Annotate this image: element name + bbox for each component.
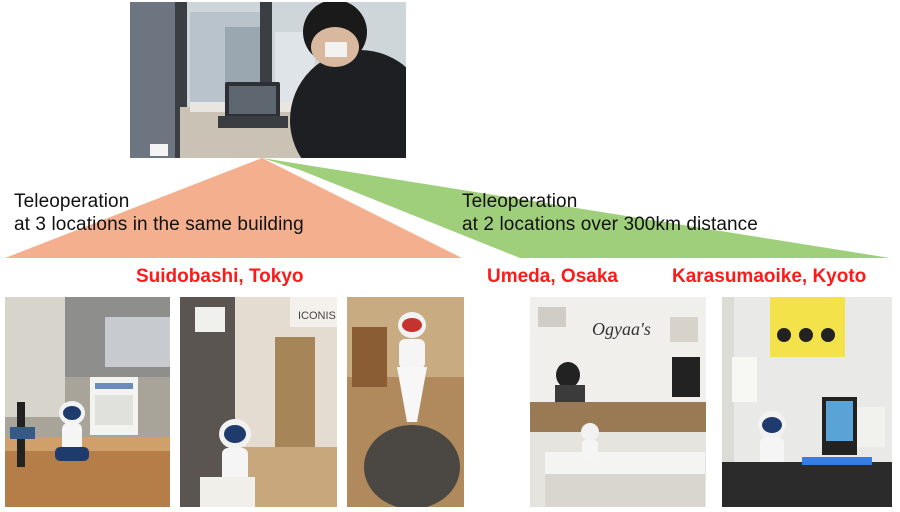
- remote-caption-line1: Teleoperation: [462, 191, 578, 212]
- operator-photo: [130, 2, 406, 158]
- ogyaas-sign: Ogyaa's: [592, 319, 651, 339]
- same-building-caption-line2: at 3 locations in the same building: [14, 214, 304, 235]
- location-label-kyoto: Karasumaoike, Kyoto: [672, 266, 867, 287]
- location-label-osaka: Umeda, Osaka: [487, 266, 618, 287]
- tokyo-photo-1: [5, 297, 170, 507]
- osaka-photo: Ogyaa's: [530, 297, 706, 507]
- location-label-tokyo: Suidobashi, Tokyo: [136, 266, 304, 287]
- tokyo-photo-3: [347, 297, 464, 507]
- same-building-triangle: [5, 158, 462, 258]
- tokyo-photo-2: ICONIS: [180, 297, 337, 507]
- remote-caption: Teleoperation at 2 locations over 300km …: [462, 190, 758, 236]
- remote-caption-line2: at 2 locations over 300km distance: [462, 214, 758, 235]
- remote-triangle: [262, 158, 890, 258]
- iconis-sign: ICONIS: [298, 310, 336, 322]
- same-building-caption: Teleoperation at 3 locations in the same…: [14, 190, 304, 236]
- same-building-caption-line1: Teleoperation: [14, 191, 130, 212]
- kyoto-photo: [722, 297, 892, 507]
